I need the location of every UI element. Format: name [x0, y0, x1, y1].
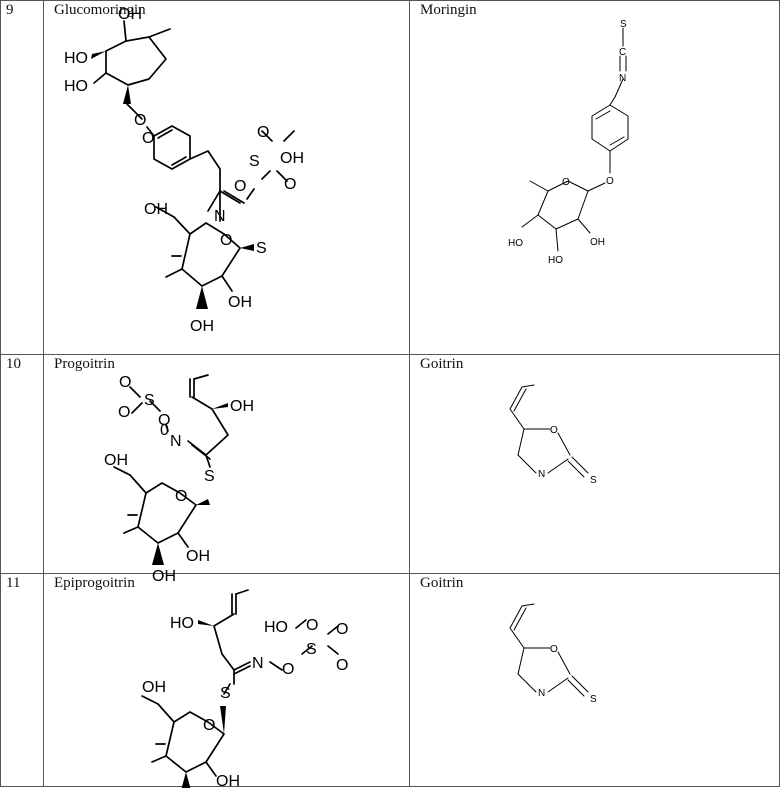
- row-number-cell: 9: [0, 0, 44, 355]
- atom-label: N: [538, 469, 545, 480]
- glucosinolate-cell: Epiprogoitrin: [43, 573, 410, 788]
- atom-label: O: [158, 412, 170, 429]
- atom-label: OH: [104, 452, 128, 469]
- atom-label: OH: [142, 679, 166, 696]
- glucosinolate-name: Progoitrin: [54, 356, 115, 372]
- atom-label: S: [249, 153, 260, 170]
- atom-label: OH: [190, 318, 214, 335]
- progoitrin-structure: OH O S O O 0 N S OH O OH OH: [104, 374, 254, 585]
- atom-label: OH: [216, 773, 240, 788]
- atom-label: O: [336, 621, 348, 638]
- glucomoringin-structure: OH HO HO O O S OH O O O N OH O S OH OH: [64, 6, 304, 335]
- atom-label: N: [252, 655, 264, 672]
- row-number: 11: [6, 575, 21, 591]
- glucosinolate-name: Glucomoringin: [54, 2, 146, 18]
- atom-label: N: [214, 208, 226, 225]
- row-number: 10: [6, 356, 21, 372]
- atom-label: HO: [508, 238, 523, 249]
- atom-label: S: [620, 19, 627, 30]
- atom-label: O: [134, 112, 146, 129]
- atom-label: O: [220, 232, 232, 249]
- atom-label: HO: [64, 50, 88, 67]
- moringin-structure: S C N O O HO HO OH: [508, 19, 629, 266]
- goitrin-structure: O N S: [509, 603, 597, 705]
- row-number-cell: 10: [0, 354, 44, 574]
- epiprogoitrin-structure: HO N O S HO O O O S OH O OH OH: [141, 589, 348, 788]
- atom-label: N: [619, 73, 626, 84]
- atom-label: O: [550, 644, 558, 655]
- table-row: 9 Glucomoringin: [0, 0, 780, 355]
- atom-label: S: [204, 468, 215, 485]
- atom-label: N: [538, 688, 545, 699]
- atom-label: O: [550, 425, 558, 436]
- atom-label: S: [590, 475, 597, 486]
- atom-label: O: [234, 178, 246, 195]
- atom-label: HO: [264, 619, 288, 636]
- atom-label: OH: [590, 237, 605, 248]
- glucosinolate-cell: Glucomoringin: [43, 0, 410, 355]
- atom-label: O: [142, 130, 154, 147]
- atom-label: O: [119, 374, 131, 391]
- product-cell: Goitrin O N S: [409, 573, 780, 787]
- product-name: Moringin: [420, 2, 477, 18]
- atom-label: HO: [548, 255, 563, 266]
- atom-label: OH: [118, 6, 142, 23]
- table-row: 10 Progoitrin: [0, 354, 780, 585]
- atom-label: O: [284, 176, 296, 193]
- atom-label: OH: [230, 398, 254, 415]
- atom-label: HO: [64, 78, 88, 95]
- atom-label: C: [619, 47, 626, 58]
- product-name: Goitrin: [420, 356, 464, 372]
- glucosinolate-cell: Progoitrin: [43, 354, 410, 585]
- atom-label: O: [175, 488, 187, 505]
- atom-label: S: [256, 240, 267, 257]
- row-number-cell: 11: [0, 573, 44, 787]
- atom-label: S: [220, 685, 231, 702]
- atom-label: O: [562, 177, 570, 188]
- atom-label: HO: [170, 615, 194, 632]
- goitrin-structure: O N S: [509, 384, 597, 486]
- atom-label: 0: [160, 422, 169, 439]
- atom-label: O: [606, 176, 614, 187]
- atom-label: OH: [144, 201, 168, 218]
- atom-label: OH: [228, 294, 252, 311]
- atom-label: O: [282, 661, 294, 678]
- atom-label: OH: [186, 548, 210, 565]
- atom-label: O: [118, 404, 130, 421]
- atom-label: O: [257, 124, 269, 141]
- glucosinolate-name: Epiprogoitrin: [54, 575, 135, 591]
- atom-label: O: [336, 657, 348, 674]
- table-row: 11 Epiprogoitrin: [0, 573, 780, 788]
- atom-label: S: [590, 694, 597, 705]
- atom-label: OH: [280, 150, 304, 167]
- atom-label: O: [306, 617, 318, 634]
- atom-label: N: [170, 433, 182, 450]
- atom-label: O: [203, 717, 215, 734]
- atom-label: S: [144, 392, 155, 409]
- product-cell: Moringin S C N O O: [409, 0, 780, 355]
- atom-label: S: [306, 641, 317, 658]
- product-cell: Goitrin O N S: [409, 354, 780, 574]
- row-number: 9: [6, 2, 14, 18]
- product-name: Goitrin: [420, 575, 464, 591]
